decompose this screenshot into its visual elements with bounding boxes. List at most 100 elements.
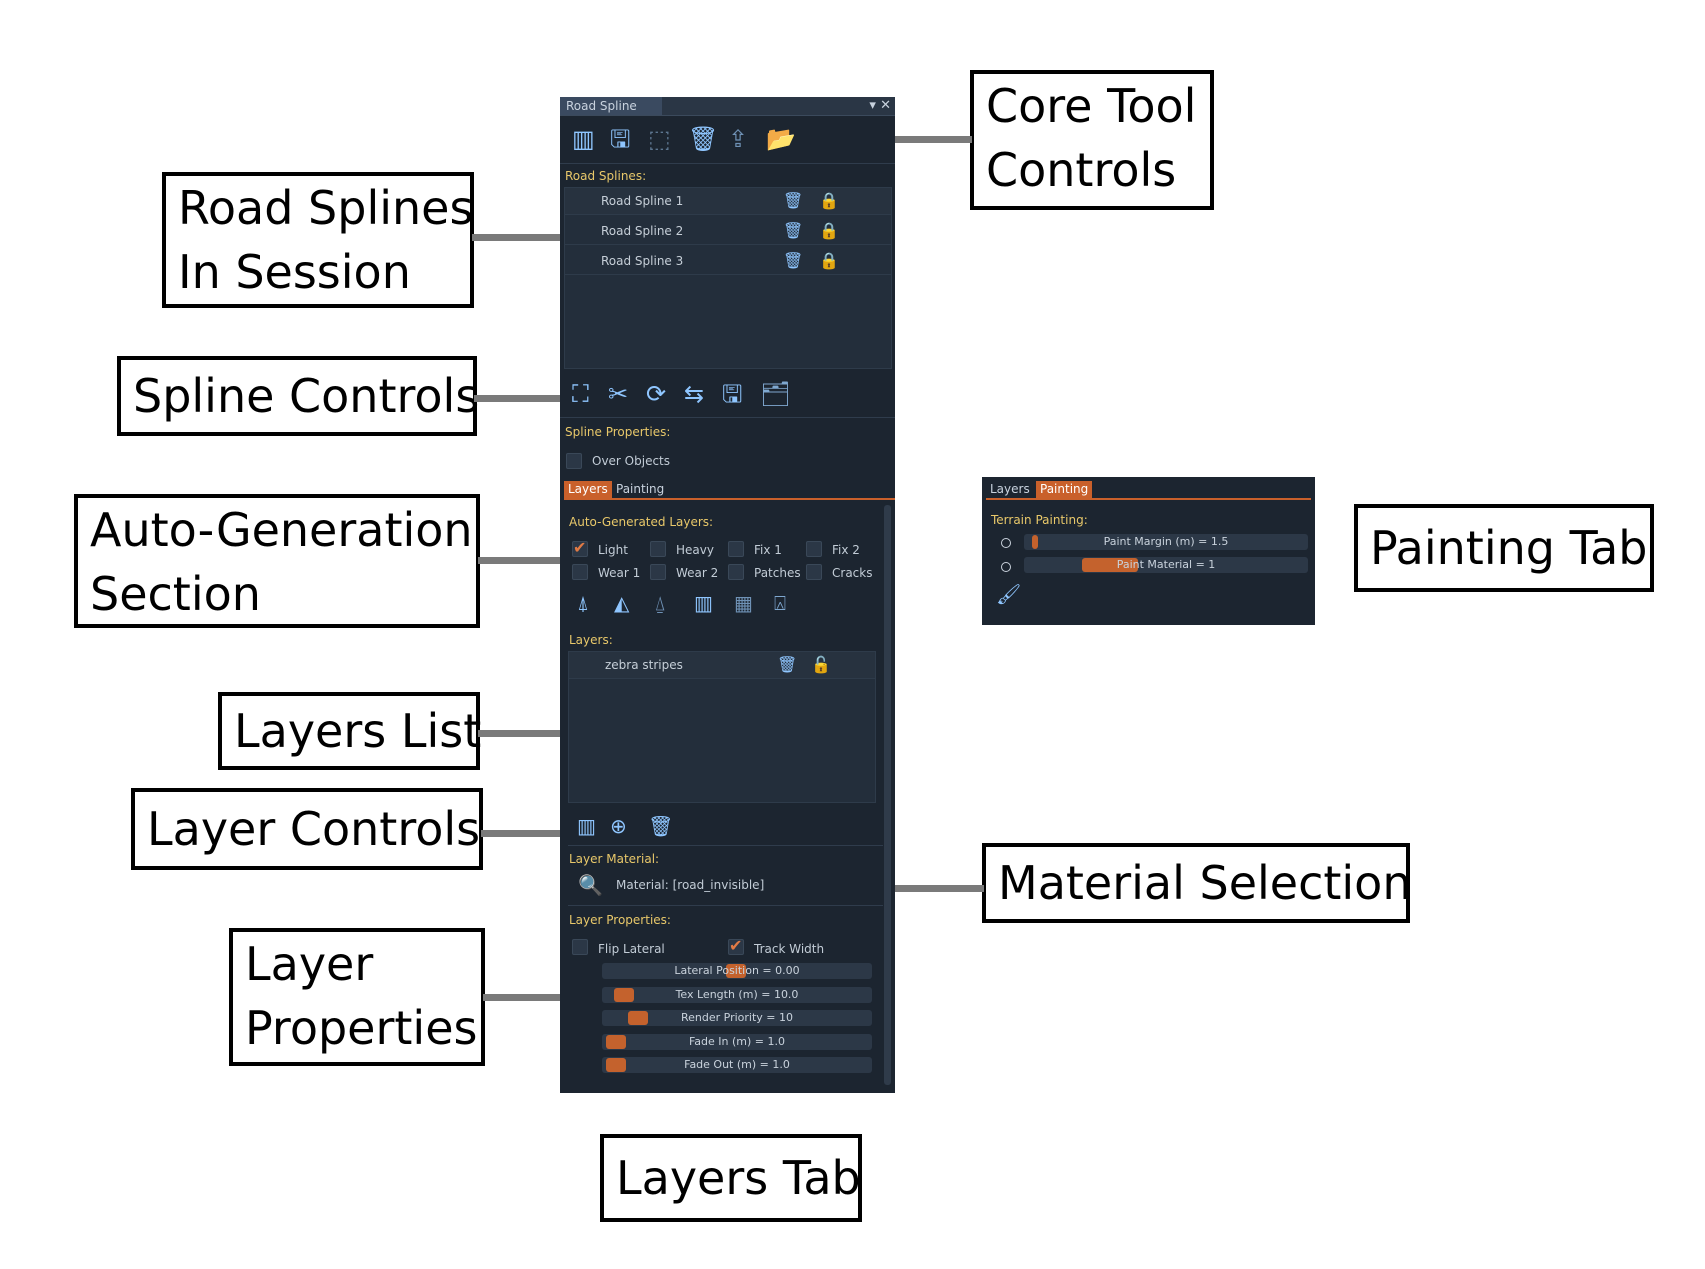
- callout-text: Material Selection: [998, 856, 1412, 910]
- layer-name: zebra stripes: [605, 658, 683, 672]
- export-icon[interactable]: ⇪: [728, 125, 749, 153]
- layer-properties-header: Layer Properties:: [569, 913, 671, 927]
- tab-painting[interactable]: Painting: [616, 482, 665, 496]
- close-icon[interactable]: ✕: [880, 98, 891, 113]
- paint-margin-slider[interactable]: Paint Margin (m) = 1.5: [1024, 534, 1308, 550]
- save-add-icon[interactable]: 🖫: [610, 125, 631, 153]
- tab-layers[interactable]: Layers: [990, 482, 1030, 496]
- tab-layers[interactable]: Layers: [564, 481, 612, 498]
- slider-knob[interactable]: [726, 964, 746, 978]
- paint-brush-icon[interactable]: 🖌: [996, 582, 1022, 606]
- callout-layer-controls: Layer Controls: [131, 788, 483, 870]
- slider-label: Paint Margin (m) = 1.5: [1103, 535, 1229, 548]
- checkbox-heavy[interactable]: [650, 541, 666, 557]
- tex-length-slider[interactable]: Tex Length (m) = 10.0: [602, 987, 872, 1003]
- titlebar-controls: ▾ ✕: [869, 97, 891, 115]
- checkbox-fix2[interactable]: [806, 541, 822, 557]
- lock-icon[interactable]: 🔒: [819, 191, 839, 210]
- road-light-icon[interactable]: ⍋: [577, 591, 589, 615]
- leader-line: [483, 994, 571, 1001]
- save-icon[interactable]: 🖫: [722, 380, 743, 408]
- radio-button[interactable]: [1001, 538, 1011, 548]
- slider-knob[interactable]: [606, 1058, 626, 1072]
- road-fix-icon[interactable]: ⍙: [654, 591, 666, 615]
- flip-lateral-label: Flip Lateral: [598, 942, 665, 956]
- reverse-icon[interactable]: ⇆: [684, 380, 705, 408]
- delete-icon[interactable]: 🗑: [783, 221, 804, 240]
- new-layer-icon[interactable]: ▥: [577, 814, 596, 838]
- checkbox-wear2[interactable]: [650, 564, 666, 580]
- callout-auto-generation: Auto-Generation Section: [74, 494, 480, 628]
- lock-icon[interactable]: 🔒: [819, 221, 839, 240]
- auto-generated-header: Auto-Generated Layers:: [569, 515, 714, 529]
- unlock-icon[interactable]: 🔓: [811, 655, 831, 674]
- divider: [560, 417, 895, 418]
- callout-text: Spline Controls: [133, 369, 480, 423]
- tab-underline: [564, 498, 895, 500]
- callout-text: In Session: [178, 245, 411, 299]
- over-objects-checkbox[interactable]: [566, 453, 582, 469]
- road-heavy-icon[interactable]: ◭: [614, 591, 630, 615]
- list-item[interactable]: zebra stripes 🗑 🔓: [569, 652, 875, 679]
- scissors-icon[interactable]: ✂: [608, 380, 629, 408]
- callout-text: Painting Tab: [1370, 521, 1648, 575]
- fit-terrain-icon[interactable]: ⛶: [572, 380, 589, 408]
- callout-material-selection: Material Selection: [982, 843, 1412, 923]
- new-spline-icon[interactable]: ▥: [572, 125, 595, 153]
- auto-layer-label: Heavy: [676, 543, 714, 557]
- lock-icon[interactable]: 🔒: [819, 251, 839, 270]
- list-item[interactable]: Road Spline 3 🗑 🔒: [565, 248, 891, 275]
- delete-icon[interactable]: 🗑: [648, 814, 674, 838]
- slider-label: Render Priority = 10: [680, 1011, 793, 1024]
- slider-knob[interactable]: [1082, 558, 1138, 572]
- slider-knob[interactable]: [1032, 535, 1038, 549]
- material-label[interactable]: Material: [road_invisible]: [616, 878, 765, 892]
- add-layer-icon[interactable]: ⊕: [610, 814, 627, 838]
- tab-painting[interactable]: Painting: [1036, 481, 1093, 498]
- flip-lateral-checkbox[interactable]: [572, 939, 588, 955]
- fade-out-slider[interactable]: Fade Out (m) = 1.0: [602, 1057, 872, 1073]
- search-material-icon[interactable]: 🔍: [578, 873, 603, 897]
- layers-header: Layers:: [569, 633, 613, 647]
- slider-knob[interactable]: [606, 1035, 626, 1049]
- delete-icon[interactable]: 🗑: [688, 125, 719, 153]
- fade-in-slider[interactable]: Fade In (m) = 1.0: [602, 1034, 872, 1050]
- callout-text: Auto-Generation: [90, 503, 473, 557]
- callout-spline-controls: Spline Controls: [117, 356, 480, 436]
- delete-icon[interactable]: 🗑: [783, 191, 804, 210]
- spline-name: Road Spline 1: [601, 194, 684, 208]
- save-all-icon[interactable]: 🗂: [760, 380, 791, 408]
- checkbox-fix1[interactable]: [728, 541, 744, 557]
- checkbox-patches[interactable]: [728, 564, 744, 580]
- panel-title: Road Spline: [560, 97, 662, 115]
- slider-knob[interactable]: [614, 988, 634, 1002]
- lateral-position-slider[interactable]: Lateral Position = 0.00: [602, 963, 872, 979]
- check-icon: ✔: [729, 936, 743, 955]
- slider-knob[interactable]: [628, 1011, 648, 1025]
- checkbox-light[interactable]: [572, 541, 588, 557]
- delete-icon[interactable]: 🗑: [783, 251, 804, 270]
- radio-button[interactable]: [1001, 562, 1011, 572]
- callout-text: Controls: [986, 143, 1177, 197]
- road-dashed-icon[interactable]: ▦: [734, 591, 753, 615]
- refresh-icon[interactable]: ⟳: [646, 380, 667, 408]
- list-item[interactable]: Road Spline 2 🗑 🔒: [565, 218, 891, 245]
- render-priority-slider[interactable]: Render Priority = 10: [602, 1010, 872, 1026]
- delete-icon[interactable]: 🗑: [777, 655, 798, 674]
- checkbox-cracks[interactable]: [806, 564, 822, 580]
- scrollbar[interactable]: [884, 505, 891, 1085]
- road-lanes-icon[interactable]: ▥: [694, 591, 713, 615]
- open-folder-icon[interactable]: 📂: [766, 125, 796, 153]
- road-patches-icon[interactable]: ⍓: [774, 591, 786, 615]
- menu-dropdown-icon[interactable]: ▾: [869, 98, 876, 113]
- leader-line: [474, 395, 567, 402]
- paint-material-slider[interactable]: Paint Material = 1: [1024, 557, 1308, 573]
- tab-bar: Layers Painting: [564, 481, 864, 498]
- checkbox-wear1[interactable]: [572, 564, 588, 580]
- list-item[interactable]: Road Spline 1 🗑 🔒: [565, 188, 891, 215]
- track-width-checkbox[interactable]: [728, 939, 744, 955]
- select-region-icon[interactable]: ⬚: [648, 125, 671, 153]
- road-splines-header: Road Splines:: [565, 169, 647, 183]
- callout-layer-properties: Layer Properties: [229, 928, 485, 1066]
- road-spline-panel: Road Spline ▾ ✕ ▥ 🖫 ⬚ 🗑 ⇪ 📂 Road Splines…: [560, 97, 895, 1093]
